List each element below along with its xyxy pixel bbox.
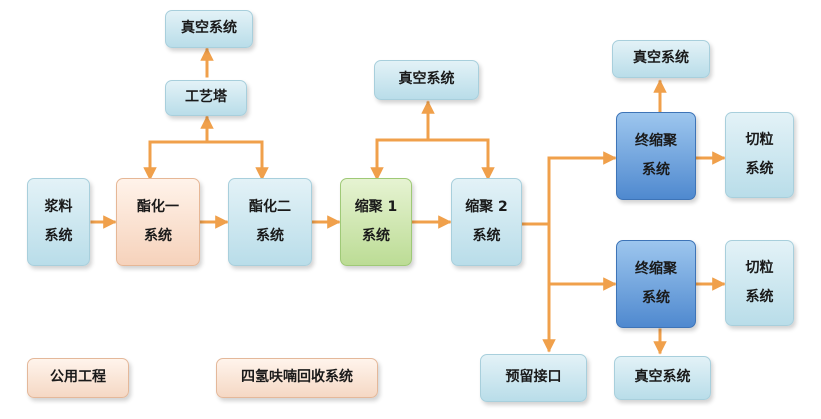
node-vacuum-top: 真空系统: [165, 10, 253, 48]
node-poly1: 缩聚 1 系统: [340, 178, 412, 266]
node-slurry: 浆料 系统: [27, 178, 90, 266]
legend-thf-recovery: 四氢呋喃回收系统: [216, 358, 378, 398]
node-cut2: 切粒 系统: [725, 240, 794, 326]
node-poly2: 缩聚 2 系统: [451, 178, 522, 266]
node-cut1: 切粒 系统: [725, 112, 794, 198]
node-final1: 终缩聚 系统: [616, 112, 696, 200]
node-reserved: 预留接口: [480, 354, 587, 402]
node-tower: 工艺塔: [165, 80, 247, 116]
legend-utilities: 公用工程: [27, 358, 129, 398]
node-ester1: 酯化一 系统: [116, 178, 200, 266]
node-vacuum-right-top: 真空系统: [612, 40, 710, 78]
node-ester2: 酯化二 系统: [228, 178, 312, 266]
node-vacuum-mid: 真空系统: [374, 60, 479, 100]
node-vacuum-right-bottom: 真空系统: [614, 356, 711, 400]
node-final2: 终缩聚 系统: [616, 240, 696, 328]
